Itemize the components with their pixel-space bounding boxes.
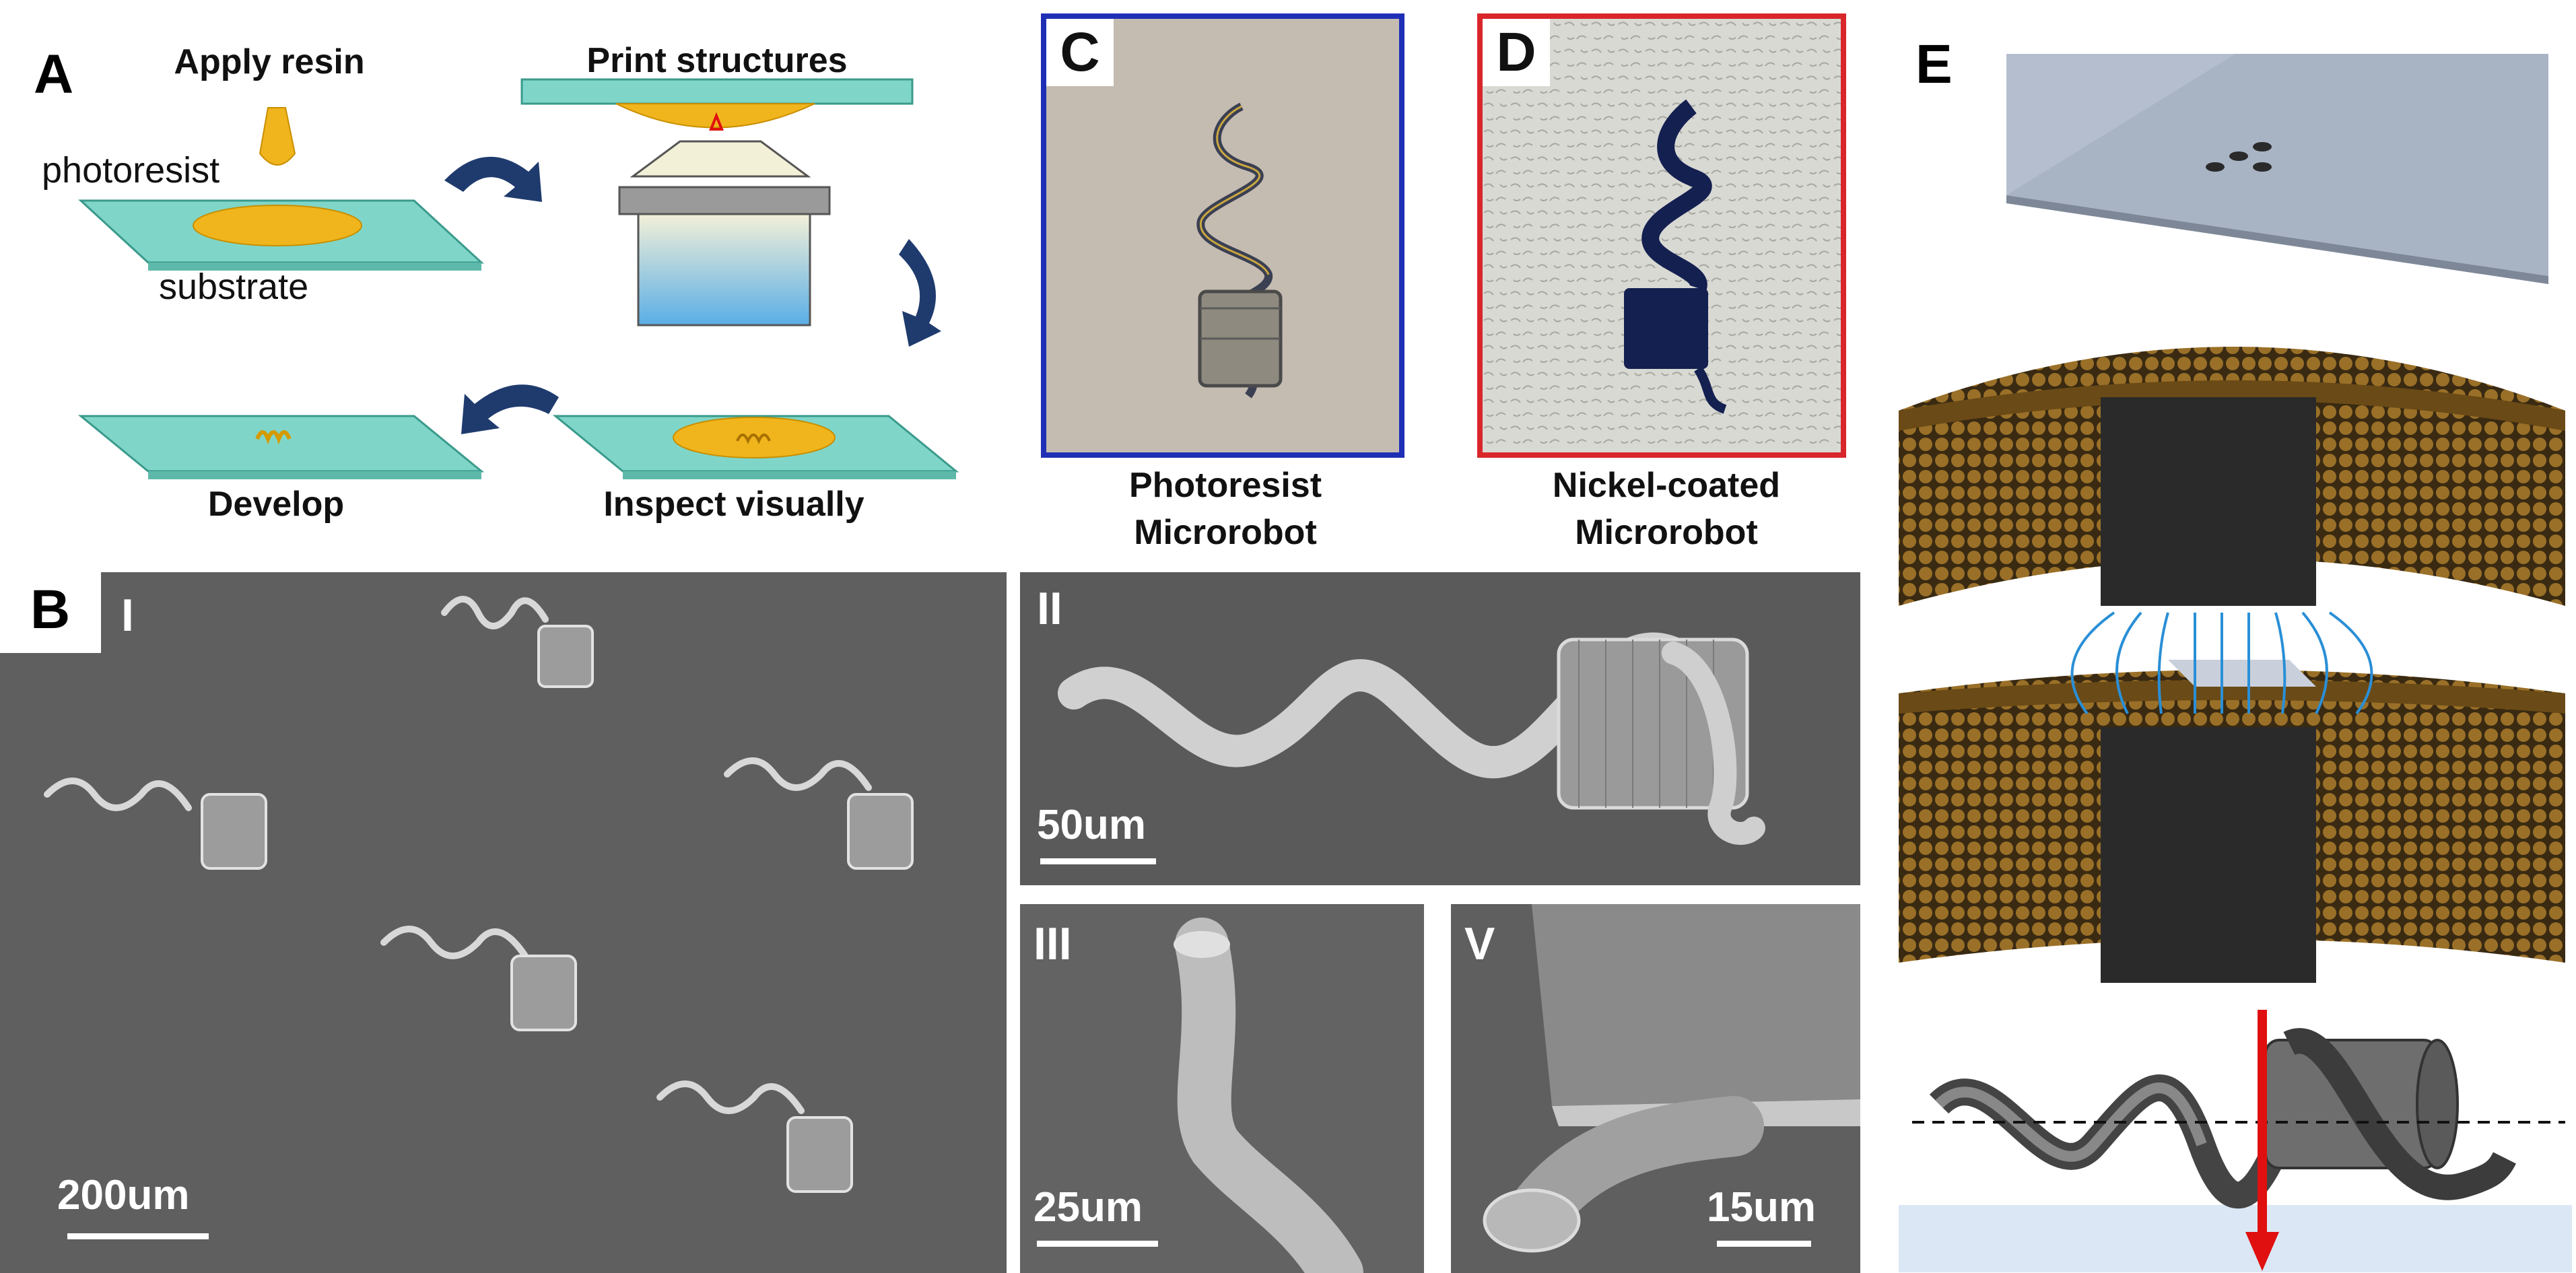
- sem-panel-III-roman: III: [1033, 918, 1072, 969]
- panel-a-illustration: [77, 78, 959, 479]
- panel-d: D Nickel-coated Microrobot: [1475, 9, 1858, 555]
- apply-resin-label: Apply resin: [174, 42, 365, 81]
- scalebar-III-label: 25um: [1033, 1184, 1143, 1231]
- scalebar-I: [67, 1233, 209, 1239]
- panel-b-letter-front: B: [30, 579, 71, 640]
- scalebar-I-label: 200um: [57, 1172, 190, 1218]
- develop-label: Develop: [207, 485, 345, 524]
- scalebar-II: [1040, 858, 1156, 864]
- magnetic-coil-graphic: [1899, 347, 2565, 983]
- sem-image-V: [1451, 904, 1860, 1273]
- sem-panel-V: V 15um: [1451, 904, 1860, 1273]
- photoresist-caption-line2: Microrobot: [1134, 513, 1317, 552]
- process-arrows: [444, 156, 941, 434]
- substrate-plate-graphic: [2006, 54, 2548, 284]
- step-print-graphic: [520, 78, 914, 326]
- sem-panel-II: II 50um: [1020, 572, 1860, 885]
- panel-c-letter: C: [1046, 19, 1114, 86]
- sem-panel-III: III 25um: [1020, 904, 1424, 1273]
- resin-drop-icon: [259, 107, 296, 166]
- scalebar-V: [1717, 1241, 1811, 1247]
- panel-d-letter: D: [1483, 19, 1550, 86]
- panel-c: C Photoresist Microrobot: [1037, 9, 1414, 555]
- arrow-right-icon: [444, 156, 542, 202]
- sem-image-I: [0, 572, 1007, 1273]
- sem-panel-I-roman: I: [121, 590, 134, 641]
- sem-panel-II-roman: II: [1037, 583, 1062, 634]
- arrow-down-icon: [899, 239, 941, 347]
- step-inspect-graphic: [552, 415, 959, 479]
- step-develop-graphic: [77, 415, 485, 479]
- scalebar-II-label: 50um: [1037, 802, 1146, 848]
- arrow-left-icon: [461, 384, 559, 434]
- nickel-coated-microrobot-image: [1483, 19, 1841, 452]
- panel-d-photo: D: [1477, 13, 1846, 458]
- photoresist-microrobot-image: [1046, 19, 1399, 452]
- panel-b-letter-bg: [0, 572, 101, 653]
- inspect-visually-label: Inspect visually: [603, 485, 865, 524]
- panel-e: E: [1885, 0, 2576, 1273]
- field-lines: [2070, 611, 2373, 715]
- sem-image-III: [1020, 904, 1424, 1273]
- step-apply-resin-graphic: [78, 107, 484, 271]
- nickel-caption-line2: Microrobot: [1575, 513, 1758, 552]
- print-structures-label: Print structures: [586, 41, 848, 80]
- photoresist-label: photoresist: [42, 150, 220, 191]
- panel-e-letter: E: [1916, 34, 1953, 95]
- panel-a-letter: A: [34, 44, 74, 105]
- scalebar-III: [1037, 1241, 1158, 1247]
- panel-e-illustration: [1899, 54, 2572, 1272]
- scalebar-V-label: 15um: [1707, 1184, 1816, 1231]
- panel-a: A: [0, 0, 996, 559]
- nickel-caption-line1: Nickel-coated: [1552, 466, 1781, 505]
- sem-panel-I: I 200um: [0, 572, 1007, 1273]
- sem-panel-V-roman: V: [1464, 918, 1495, 969]
- panel-c-photo: C: [1041, 13, 1404, 458]
- photoresist-caption-line1: Photoresist: [1128, 466, 1322, 505]
- substrate-label: substrate: [159, 267, 309, 307]
- sem-image-II: [1020, 572, 1860, 885]
- helix-force-diagram: [1899, 1010, 2572, 1272]
